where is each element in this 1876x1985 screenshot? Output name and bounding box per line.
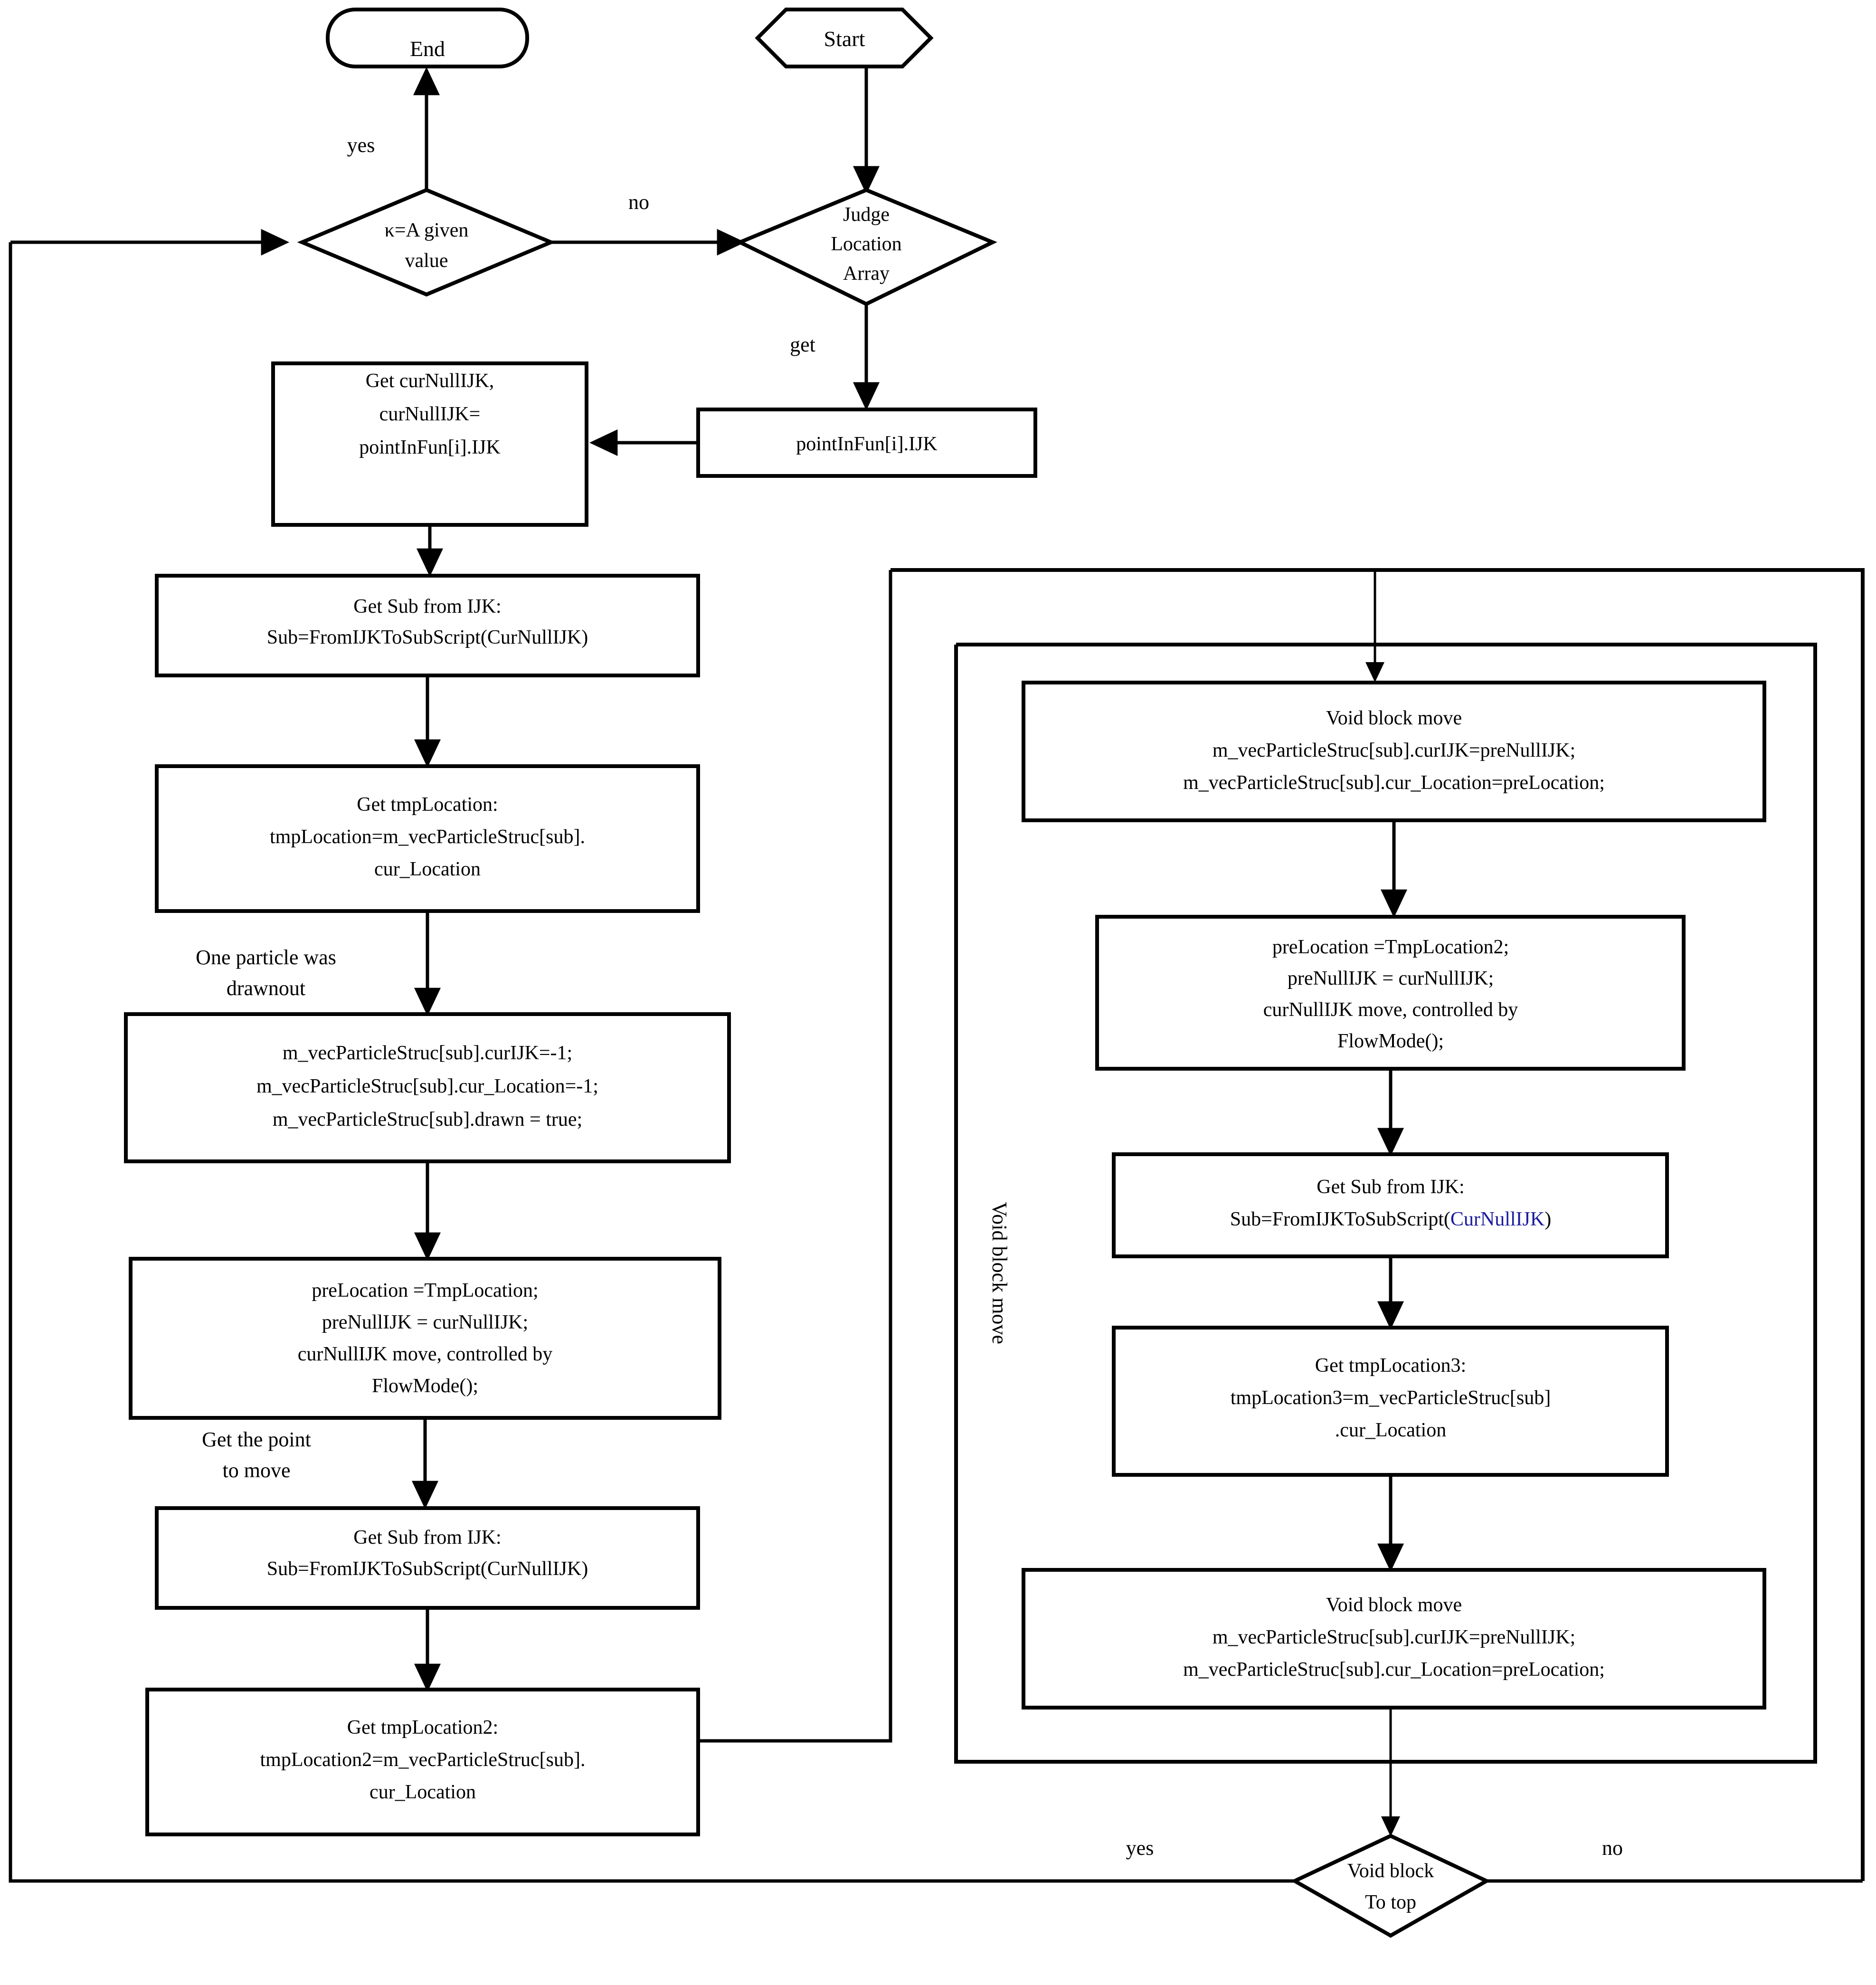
node-get-tmplocation3-line3: .cur_Location: [1335, 1419, 1446, 1441]
edge-label-no-void-top: no: [1602, 1836, 1623, 1860]
edge-label-one-particle: One particle was: [196, 946, 336, 969]
node-decision-void-top[interactable]: [1290, 1833, 1491, 1938]
node-draw-out-line3: m_vecParticleStruc[sub].drawn = true;: [273, 1109, 582, 1130]
node-void-block-move-1-line1: Void block move: [1326, 707, 1462, 729]
node-prelocation-2-line1: preLocation =TmpLocation2;: [1272, 936, 1509, 958]
node-prelocation-1-line3: curNullIJK move, controlled by: [298, 1343, 553, 1365]
node-get-tmplocation-line1: Get tmpLocation:: [357, 794, 498, 816]
inner-loop-panel: [954, 643, 1817, 1764]
node-decision-k-line2: value: [405, 250, 448, 272]
node-get-tmplocation2-line2: tmpLocation2=m_vecParticleStruc[sub].: [260, 1749, 585, 1771]
feedback-loop-left-2: [9, 242, 1296, 1883]
edge-label-to-move: to move: [223, 1459, 291, 1482]
node-point-in-fun[interactable]: [696, 408, 1037, 478]
node-void-block-move-1-line3: m_vecParticleStruc[sub].cur_Location=pre…: [1183, 772, 1605, 794]
node-end[interactable]: [326, 8, 529, 68]
node-draw-out-line2: m_vecParticleStruc[sub].cur_Location=-1;: [256, 1075, 598, 1097]
node-void-block-move-2-line3: m_vecParticleStruc[sub].cur_Location=pre…: [1183, 1659, 1605, 1681]
outer-loop-panel: [891, 568, 1865, 1881]
node-draw-out-line1: m_vecParticleStruc[sub].curIJK=-1;: [283, 1042, 572, 1064]
node-get-sub-3-highlight: CurNullIJK: [1450, 1208, 1544, 1230]
node-get-tmplocation3-line2: tmpLocation3=m_vecParticleStruc[sub]: [1231, 1387, 1551, 1409]
node-decision-k[interactable]: [297, 188, 556, 297]
edge-label-yes-void-top: yes: [1126, 1836, 1154, 1860]
node-get-sub-3-tail: ): [1544, 1208, 1551, 1230]
edge-tmploc2-to-panel: [698, 570, 892, 1743]
node-prelocation-2-line3: curNullIJK move, controlled by: [1263, 999, 1518, 1021]
node-prelocation-1-line4: FlowMode();: [372, 1375, 478, 1397]
panel-vertical-label: Void block move: [988, 1202, 1011, 1344]
edge-label-drawnout: drawnout: [227, 977, 305, 1000]
node-get-tmplocation-line3: cur_Location: [374, 858, 481, 880]
edge-label-get: get: [790, 333, 815, 356]
node-point-in-fun-label: pointInFun[i].IJK: [796, 433, 938, 455]
node-get-sub-3-line2: Sub=FromIJKToSubScript(CurNullIJK): [1230, 1208, 1551, 1230]
node-get-sub-2-line1: Get Sub from IJK:: [353, 1527, 501, 1548]
node-get-tmplocation2[interactable]: [145, 1688, 700, 1836]
node-void-block-move-2[interactable]: [1022, 1568, 1766, 1710]
node-get-tmplocation2-line3: cur_Location: [370, 1781, 476, 1803]
node-prelocation-2-line2: preNullIJK = curNullIJK;: [1288, 968, 1494, 989]
node-get-sub-3-line1: Get Sub from IJK:: [1317, 1176, 1464, 1198]
node-prelocation-2[interactable]: [1095, 915, 1686, 1071]
node-get-tmplocation2-line1: Get tmpLocation2:: [347, 1717, 498, 1738]
node-get-sub-1-line2: Sub=FromIJKToSubScript(CurNullIJK): [267, 627, 588, 648]
edge-label-yes-to-end: yes: [347, 133, 375, 157]
node-prelocation-1-line1: preLocation =TmpLocation;: [312, 1280, 538, 1301]
node-get-tmplocation3[interactable]: [1112, 1326, 1669, 1477]
node-get-sub-2-line2: Sub=FromIJKToSubScript(CurNullIJK): [267, 1558, 588, 1580]
node-get-sub-1[interactable]: [155, 574, 700, 677]
node-get-tmplocation3-line1: Get tmpLocation3:: [1315, 1355, 1466, 1377]
node-end-label: End: [410, 37, 445, 61]
node-prelocation-1[interactable]: [129, 1257, 721, 1420]
node-get-curnullijk-line3: pointInFun[i].IJK: [359, 437, 501, 458]
node-decision-k-line1: κ=A given: [385, 219, 469, 241]
node-decision-void-top-line1: Void block: [1347, 1860, 1434, 1882]
node-prelocation-2-line4: FlowMode();: [1337, 1030, 1444, 1052]
node-get-sub-1-line1: Get Sub from IJK:: [353, 596, 501, 617]
node-start-label: Start: [824, 27, 865, 51]
node-get-sub-3[interactable]: [1112, 1152, 1669, 1258]
node-decision-judge-line2: Location: [831, 233, 901, 255]
edge-label-get-the-point: Get the point: [202, 1428, 311, 1451]
node-get-curnullijk-line2: curNullIJK=: [379, 403, 481, 425]
node-get-sub-2[interactable]: [155, 1506, 700, 1610]
node-start[interactable]: [755, 8, 934, 68]
edge-label-no: no: [628, 190, 649, 214]
node-prelocation-1-line2: preNullIJK = curNullIJK;: [322, 1311, 528, 1333]
node-get-curnullijk-line1: Get curNullIJK,: [366, 370, 494, 392]
node-get-tmplocation-line2: tmpLocation=m_vecParticleStruc[sub].: [270, 826, 585, 848]
node-void-block-move-2-line2: m_vecParticleStruc[sub].curIJK=preNullIJ…: [1213, 1626, 1575, 1648]
node-decision-judge-line1: Judge: [843, 204, 890, 226]
node-decision-void-top-line2: To top: [1365, 1891, 1416, 1913]
node-get-sub-3-plain: Sub=FromIJKToSubScript(: [1230, 1208, 1450, 1230]
node-void-block-move-1-line2: m_vecParticleStruc[sub].curIJK=preNullIJ…: [1213, 740, 1575, 761]
node-get-tmplocation[interactable]: [155, 764, 700, 913]
node-void-block-move-2-line1: Void block move: [1326, 1594, 1462, 1616]
node-decision-judge-line3: Array: [843, 263, 890, 285]
